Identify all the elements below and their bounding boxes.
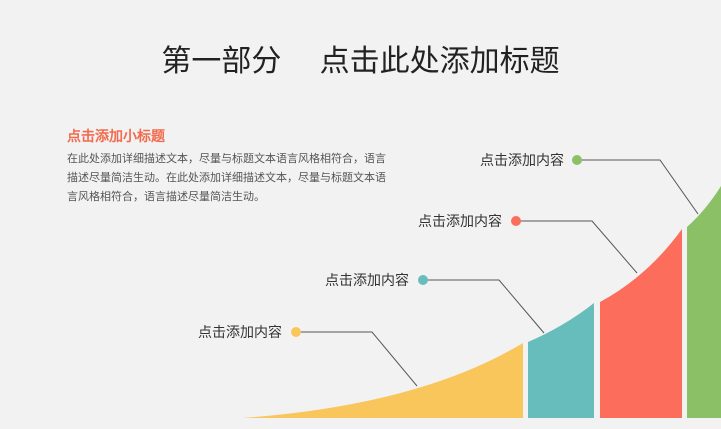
segment-2: [528, 303, 594, 418]
segment-1: [243, 343, 523, 418]
leader-line-3: [516, 220, 638, 274]
title-text: 点击此处添加标题: [319, 44, 560, 79]
dot-3: [511, 216, 521, 226]
item-label-4[interactable]: 点击添加内容: [480, 153, 564, 169]
subtitle: 点击添加小标题: [67, 129, 165, 145]
dot-2: [418, 275, 428, 285]
page-title: 第一部分 点击此处添加标题: [0, 36, 721, 80]
item-label-2[interactable]: 点击添加内容: [325, 273, 409, 289]
dot-1: [291, 327, 301, 337]
leader-line-2: [423, 279, 545, 334]
title-part: 第一部分: [161, 44, 282, 79]
item-label-1[interactable]: 点击添加内容: [198, 325, 282, 341]
segment-4: [687, 186, 721, 418]
description-text: 在此处添加详细描述文本，尽量与标题文本语言风格相符合，语言描述尽量简洁生动。在此…: [67, 152, 386, 203]
dot-4: [572, 155, 582, 165]
item-label-3[interactable]: 点击添加内容: [418, 214, 502, 230]
segment-3: [600, 229, 682, 418]
leader-line-4: [577, 159, 699, 215]
leader-line-1: [296, 331, 418, 387]
